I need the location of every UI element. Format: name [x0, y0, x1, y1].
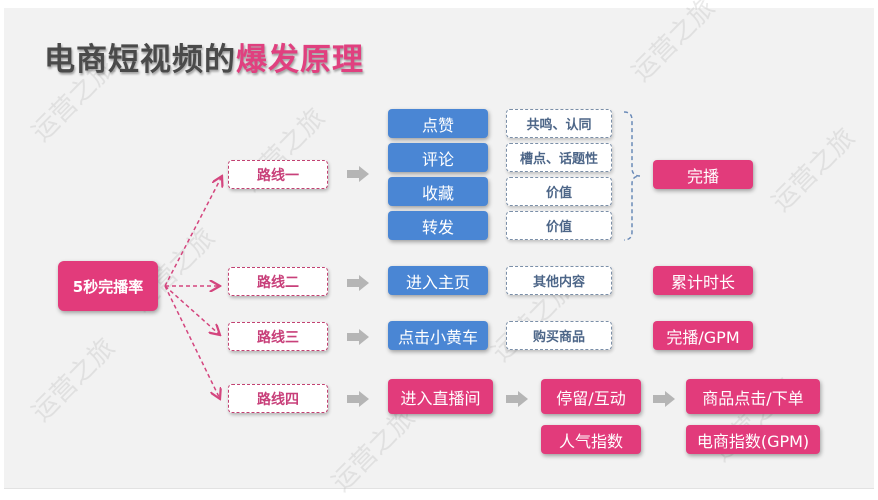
step-product-click-order: 商品点击/下单: [686, 379, 820, 414]
value-topic: 槽点、话题性: [506, 143, 612, 172]
action-share: 转发: [388, 211, 488, 240]
step-stay-interact: 停留/互动: [541, 379, 641, 414]
value-worth: 价值: [506, 177, 612, 206]
value-worth: 价值: [506, 211, 612, 240]
title-part-1: 电商短视频的: [44, 42, 236, 78]
step-enter-live-room: 进入直播间: [388, 379, 493, 414]
arrow-right-icon: [506, 391, 528, 407]
route-3-label: 路线三: [257, 329, 299, 346]
result-label: 完播/GPM: [666, 327, 740, 347]
action-enter-homepage: 进入主页: [388, 266, 488, 295]
value-label: 价值: [545, 186, 572, 201]
value-other-content: 其他内容: [506, 266, 612, 295]
value-label: 槽点、话题性: [519, 152, 598, 167]
title-part-2: 爆发原理: [236, 42, 364, 78]
value-label: 共鸣、认同: [526, 118, 592, 133]
route-4: 路线四: [228, 384, 328, 413]
arrow-right-icon: [347, 275, 369, 291]
action-like-label: 点赞: [421, 115, 454, 135]
route-4-label: 路线四: [257, 391, 299, 408]
result-completion-gpm: 完播/GPM: [653, 321, 753, 350]
source-label: 5秒完播率: [72, 277, 144, 296]
arrow-right-icon: [347, 166, 369, 182]
action-favorite: 收藏: [388, 177, 488, 206]
result-completion: 完播: [653, 160, 753, 189]
metric-popularity-index: 人气指数: [541, 425, 641, 454]
metric-label: 人气指数: [558, 431, 623, 451]
action-label: 点击小黄车: [397, 327, 478, 347]
route-2-label: 路线二: [257, 274, 299, 291]
route-2: 路线二: [228, 267, 328, 296]
value-resonance: 共鸣、认同: [506, 109, 612, 138]
action-like: 点赞: [388, 109, 488, 138]
action-label: 进入主页: [405, 272, 470, 292]
step-label: 停留/互动: [556, 388, 626, 408]
value-label: 价值: [545, 220, 572, 235]
result-label: 完播: [686, 166, 719, 186]
result-label: 累计时长: [670, 272, 735, 292]
action-favorite-label: 收藏: [421, 183, 454, 203]
route-1: 路线一: [228, 160, 328, 189]
metric-ecommerce-index: 电商指数(GPM): [686, 425, 820, 454]
page-title: 电商短视频的爆发原理: [44, 34, 364, 79]
action-share-label: 转发: [421, 217, 454, 237]
step-label: 商品点击/下单: [702, 388, 804, 408]
arrow-right-icon: [347, 391, 369, 407]
value-buy-product: 购买商品: [506, 321, 612, 350]
arrow-right-icon: [653, 391, 675, 407]
action-comment-label: 评论: [421, 149, 454, 169]
action-comment: 评论: [388, 143, 488, 172]
brace-icon: [623, 111, 641, 241]
route-3: 路线三: [228, 322, 328, 351]
result-cumulative-time: 累计时长: [653, 266, 753, 295]
action-click-cart: 点击小黄车: [388, 321, 488, 350]
metric-label: 电商指数(GPM): [696, 431, 810, 451]
step-label: 进入直播间: [400, 388, 481, 408]
value-label: 其他内容: [532, 275, 585, 290]
value-label: 购买商品: [532, 330, 585, 345]
source-node-5s-completion: 5秒完播率: [58, 261, 158, 311]
route-1-label: 路线一: [257, 167, 299, 184]
arrow-right-icon: [347, 329, 369, 345]
